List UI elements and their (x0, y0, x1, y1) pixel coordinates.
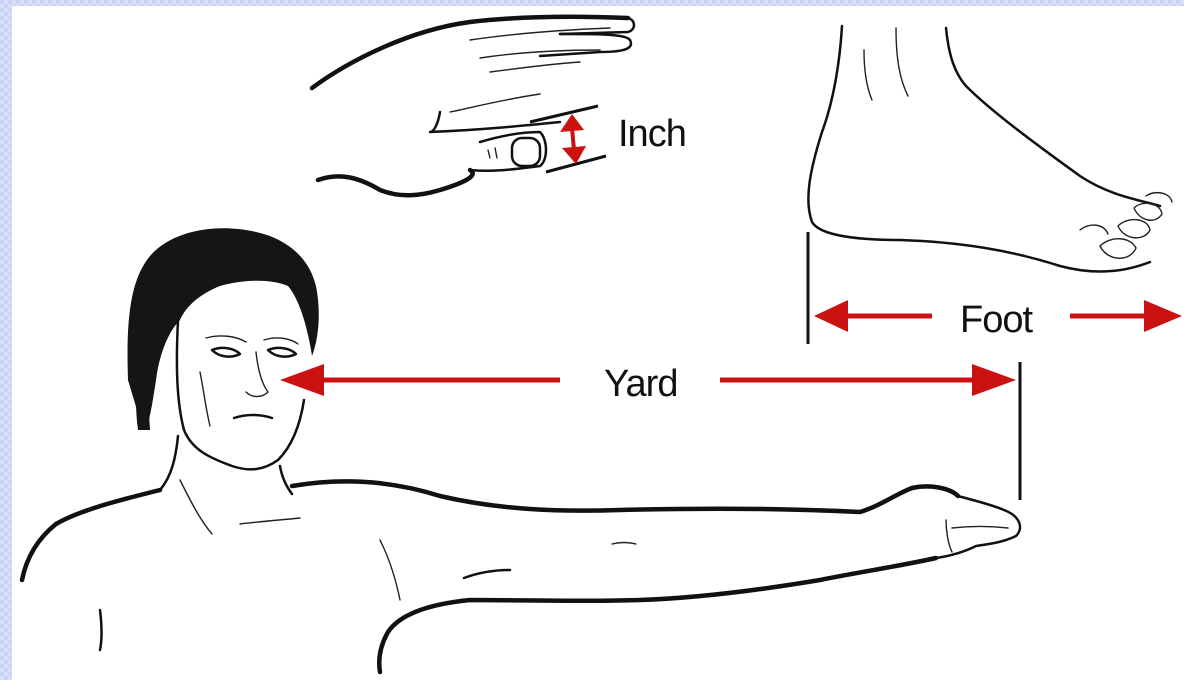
foot-illustration (808, 26, 1172, 272)
foot-label: Foot (960, 299, 1033, 341)
hand-illustration (312, 17, 634, 195)
inch-top-tick (530, 106, 598, 122)
inch-arrow (560, 114, 586, 164)
man-illustration (22, 228, 1020, 672)
inch-label: Inch (618, 113, 686, 155)
yard-label: Yard (604, 363, 677, 405)
